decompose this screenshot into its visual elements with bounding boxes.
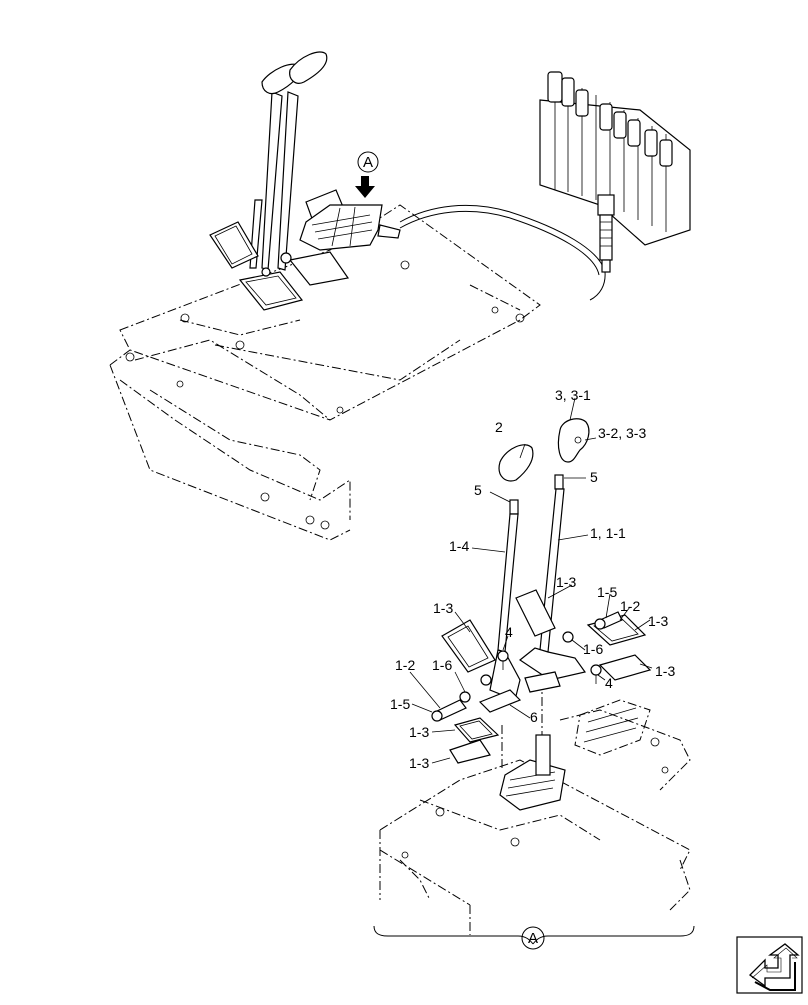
bracket-part-6-left: [478, 689, 522, 713]
label-1-3-right-a: 1-3: [648, 613, 668, 629]
exploded-detail: 3, 3-1 2 3-2, 3-3 5 5 1, 1-1 1-4 1-3 1-5…: [379, 387, 691, 935]
detail-brace: A: [373, 925, 695, 950]
label-1-4: 1-4: [449, 538, 469, 554]
label-1-5-left: 1-5: [390, 696, 410, 712]
label-1-2-left: 1-2: [395, 657, 415, 673]
label-6: 6: [530, 709, 538, 725]
label-1-3-left-b: 1-3: [409, 755, 429, 771]
label-4-bottom: 4: [605, 675, 613, 691]
down-arrow-icon: [355, 176, 375, 198]
boot-part-5-right: [554, 474, 564, 490]
label-1-6-left: 1-6: [432, 657, 452, 673]
control-valve: [539, 71, 691, 273]
label-1-1-1: 1, 1-1: [590, 525, 626, 541]
bolt-part-4-bottom: [590, 664, 602, 684]
label-2: 2: [495, 419, 503, 435]
label-1-3-mid: 1-3: [556, 574, 576, 590]
overview-assembly: A: [109, 51, 691, 541]
label-5-left: 5: [474, 482, 482, 498]
bracket-part-6-right: [524, 671, 561, 693]
label-1-3-left-a: 1-3: [409, 724, 429, 740]
label-1-3-right-b: 1-3: [655, 663, 675, 679]
label-1-6-right: 1-6: [583, 641, 603, 657]
return-arrow-icon[interactable]: [736, 936, 803, 994]
label-4-top: 4: [505, 624, 513, 640]
detail-a-letter-top: A: [363, 154, 373, 171]
bolt-part-4-top: [497, 650, 509, 670]
knob-part-2: [498, 444, 534, 482]
detail-a-marker-bottom: [521, 926, 545, 950]
label-1-5-right: 1-5: [597, 584, 617, 600]
label-3-2-3-3: 3-2, 3-3: [598, 425, 646, 441]
boot-part-5-left: [509, 499, 519, 515]
label-3-3-1: 3, 3-1: [555, 387, 591, 403]
label-1-2-right: 1-2: [620, 598, 640, 614]
detail-a-letter-bottom: A: [528, 930, 538, 947]
detail-a-marker-top: [357, 151, 379, 173]
label-1-3-left-top: 1-3: [433, 600, 453, 616]
knob-part-3: [557, 418, 590, 463]
label-5-right: 5: [590, 469, 598, 485]
